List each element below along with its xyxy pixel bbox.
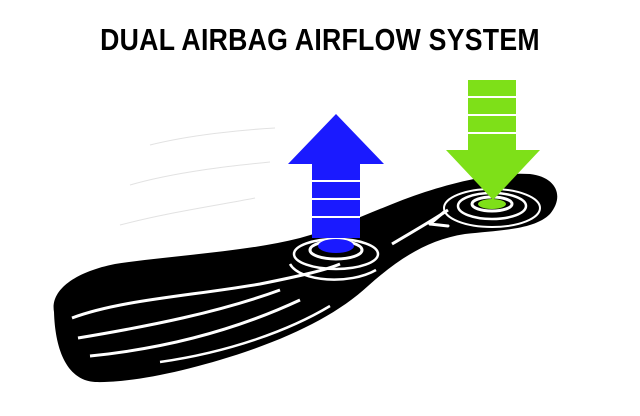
airflow-curve-2 (77, 288, 281, 340)
airflow-curve-4 (159, 304, 331, 364)
insole-silhouette (53, 173, 558, 383)
airflow-curve-3 (89, 298, 301, 358)
outflow-arrow-up-icon (288, 114, 384, 253)
diagram-title: DUAL AIRBAG AIRFLOW SYSTEM (100, 22, 540, 57)
airflow-direction-icon (428, 210, 450, 228)
airflow-curve-1 (71, 262, 341, 320)
background-sketch (119, 127, 276, 226)
inflow-arrow-down-icon (446, 80, 540, 209)
